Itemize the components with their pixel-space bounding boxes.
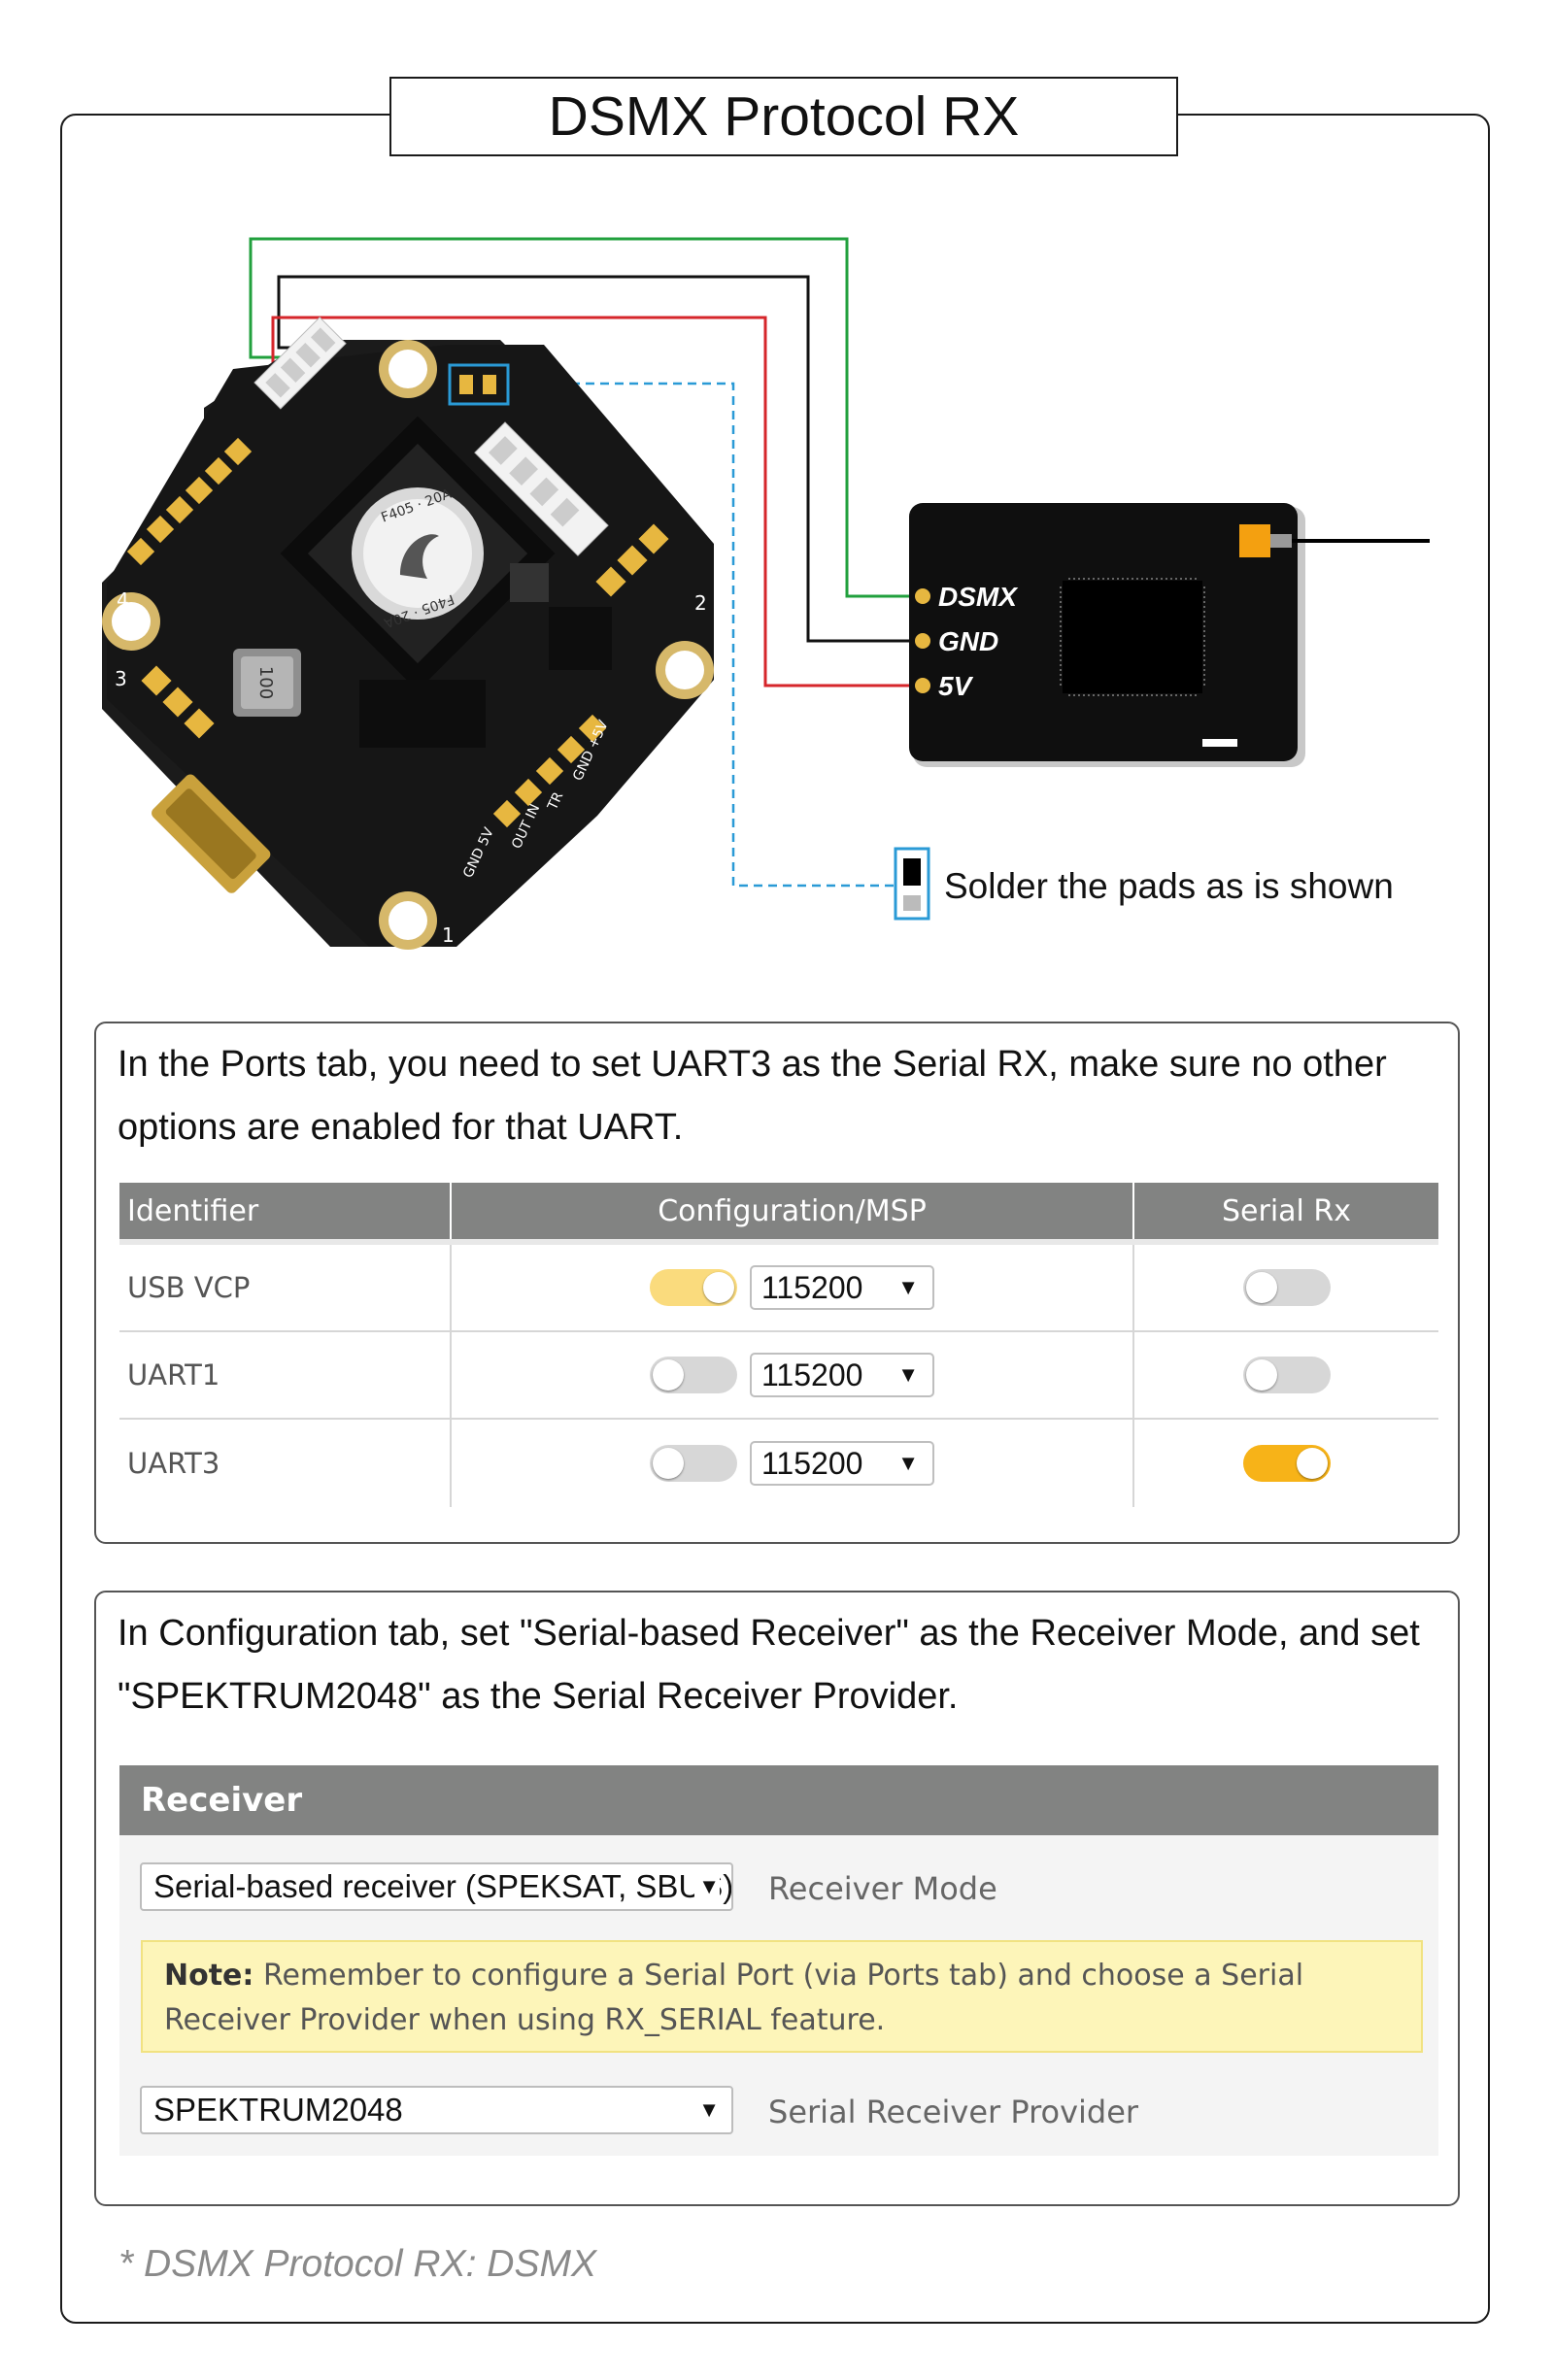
motor-number: 4 (117, 588, 129, 612)
port-serial-rx (1134, 1420, 1438, 1507)
ic (359, 680, 486, 748)
col-configuration: Configuration/MSP (452, 1183, 1134, 1239)
port-config: 115200 ▼ (452, 1420, 1134, 1507)
motor-number: 3 (115, 667, 127, 690)
baud-select[interactable]: 115200 ▼ (750, 1265, 934, 1310)
receiver-mode-value: Serial-based receiver (SPEKSAT, SBUS) (153, 1868, 733, 1904)
port-config: 115200 ▼ (452, 1332, 1134, 1418)
solder-note: Solder the pads as is shown (944, 866, 1394, 906)
rx-pin-dsmx (915, 588, 930, 604)
page-title: DSMX Protocol RX (389, 77, 1178, 156)
table-row: USB VCP 115200 ▼ (119, 1245, 1438, 1332)
rx-pin-label: 5V (938, 671, 974, 701)
receiver-note: Note: Remember to configure a Serial Por… (141, 1940, 1423, 2053)
rx-pin-gnd (915, 633, 930, 649)
serial-rx-toggle[interactable] (1242, 1269, 1331, 1306)
ports-panel: In the Ports tab, you need to set UART3 … (94, 1022, 1460, 1544)
baud-value: 115200 (761, 1445, 863, 1481)
pad-label: TR (545, 789, 567, 813)
note-text: Remember to configure a Serial Port (via… (164, 1959, 1304, 2037)
port-config: 115200 ▼ (452, 1245, 1134, 1330)
solder-pad-legend (894, 847, 930, 921)
receiver-mode-select[interactable]: Serial-based receiver (SPEKSAT, SBUS) ▼ (140, 1862, 733, 1911)
receiver-section: Receiver Serial-based receiver (SPEKSAT,… (119, 1765, 1438, 2156)
provider-select[interactable]: SPEKTRUM2048 ▼ (140, 2086, 733, 2134)
port-identifier: UART1 (119, 1332, 452, 1418)
antenna-connector (1239, 524, 1270, 557)
flight-controller-board: F405 · 20A F405 · 20A 100 (102, 317, 714, 950)
col-serial-rx: Serial Rx (1221, 1193, 1352, 1228)
col-identifier: Identifier (119, 1183, 452, 1239)
baud-value: 115200 (761, 1269, 863, 1305)
port-serial-rx (1134, 1245, 1438, 1330)
ic (510, 563, 549, 602)
baud-select[interactable]: 115200 ▼ (750, 1353, 934, 1397)
wire-ground (277, 275, 923, 643)
inductor-label: 100 (255, 666, 276, 699)
receiver-section-title: Receiver (119, 1765, 1438, 1835)
rx-pin-label: DSMX (938, 582, 1019, 612)
baud-select[interactable]: 115200 ▼ (750, 1441, 934, 1486)
port-identifier: USB VCP (119, 1245, 452, 1330)
ports-table: Identifier Configuration/MSP Serial Rx U… (119, 1183, 1438, 1507)
receiver-mode-label: Receiver Mode (768, 1870, 997, 1907)
provider-label: Serial Receiver Provider (768, 2094, 1139, 2130)
ic (549, 607, 612, 670)
pad-callout-line (513, 382, 894, 888)
rx-pin-5v (915, 678, 930, 693)
serial-rx-toggle[interactable] (1242, 1357, 1331, 1393)
baud-value: 115200 (761, 1357, 863, 1392)
rx-pin-label: GND (938, 626, 998, 656)
rx-chip (1063, 581, 1202, 693)
motor-number: 1 (442, 923, 455, 947)
chevron-down-icon: ▼ (897, 1275, 919, 1299)
config-instruction: In Configuration tab, set "Serial-based … (118, 1613, 1420, 1717)
msp-toggle[interactable] (650, 1357, 737, 1393)
provider-value: SPEKTRUM2048 (153, 2092, 403, 2128)
serial-rx-toggle[interactable] (1242, 1445, 1331, 1482)
port-identifier: UART3 (119, 1420, 452, 1507)
table-row: UART1 115200 ▼ (119, 1332, 1438, 1420)
port-serial-rx (1134, 1332, 1438, 1418)
note-strong: Note: (164, 1959, 254, 1993)
chevron-down-icon: ▼ (897, 1451, 919, 1475)
msp-toggle[interactable] (650, 1445, 737, 1482)
motor-number: 2 (694, 591, 707, 615)
chevron-down-icon: ▼ (897, 1362, 919, 1387)
solder-bridge-pad (448, 363, 510, 406)
ports-instruction: In the Ports tab, you need to set UART3 … (118, 1044, 1387, 1148)
chevron-down-icon: ▼ (694, 1874, 720, 1899)
receiver-module: DSMX GND 5V (909, 503, 1430, 767)
footnote: * DSMX Protocol RX: DSMX (118, 2243, 596, 2285)
wire-signal (249, 237, 923, 598)
table-row: UART3 115200 ▼ (119, 1420, 1438, 1507)
table-header: Identifier Configuration/MSP Serial Rx (119, 1183, 1438, 1239)
msp-toggle[interactable] (650, 1269, 737, 1306)
chevron-down-icon: ▼ (694, 2097, 720, 2123)
usb-connector (152, 774, 271, 893)
config-panel: In Configuration tab, set "Serial-based … (94, 1591, 1460, 2206)
wiring-diagram: F405 · 20A F405 · 20A 100 (102, 237, 1430, 950)
rx-connector (253, 317, 347, 410)
esc-connector (474, 421, 609, 556)
